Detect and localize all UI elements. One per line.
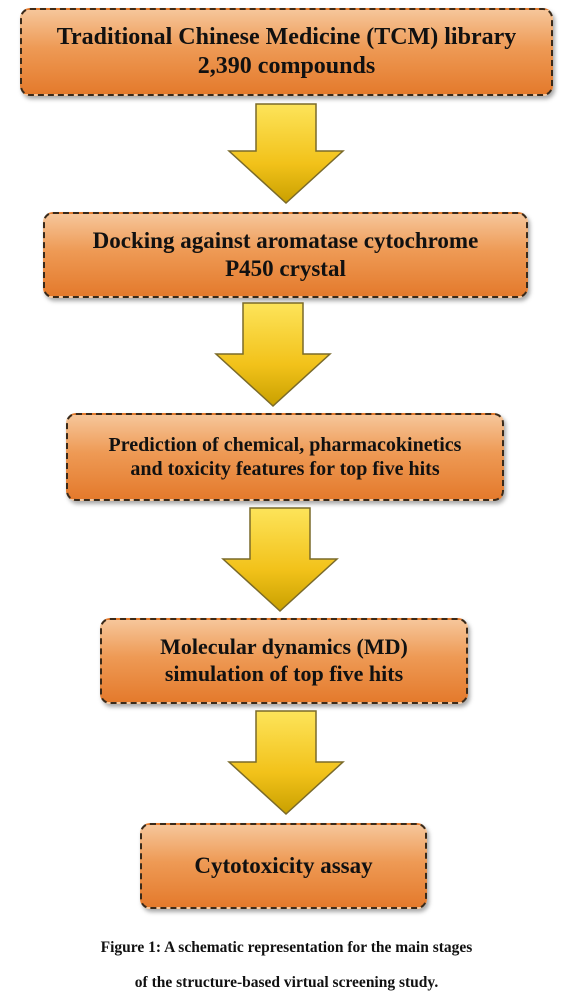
stage-4-line-1: Molecular dynamics (MD) [160,634,408,660]
stage-4-line-2: simulation of top five hits [164,661,404,686]
stage-3-line-1: Prediction of chemical, pharmacokinetics [108,433,462,456]
down-arrow-1 [227,103,345,205]
stage-2-text: Docking against aromatase cytochrome P45… [93,227,479,283]
stage-1-box: Traditional Chinese Medicine (TCM) libra… [20,8,553,96]
stage-3-text: Prediction of chemical, pharmacokinetics… [109,433,462,482]
stage-5-box: Cytotoxicity assay [140,823,427,909]
stage-1-line-2: 2,390 compounds [197,53,376,79]
stage-4-box: Molecular dynamics (MD) simulation of to… [100,618,468,704]
figure-caption-line-2: of the structure-based virtual screening… [134,974,439,991]
stage-2-line-2: P450 crystal [225,256,346,281]
stage-2-box: Docking against aromatase cytochrome P45… [43,212,528,298]
down-arrow-3 [221,507,339,613]
down-arrow-2 [214,302,332,408]
stage-5-line-1: Cytotoxicity assay [194,852,373,878]
stage-5-text: Cytotoxicity assay [194,852,372,880]
stage-3-box: Prediction of chemical, pharmacokinetics… [66,413,504,501]
down-arrow-4 [227,710,345,816]
stage-1-text: Traditional Chinese Medicine (TCM) libra… [57,23,517,82]
figure-caption-line-1: Figure 1: A schematic representation for… [100,939,473,956]
stage-1-line-1: Traditional Chinese Medicine (TCM) libra… [56,23,517,50]
stage-2-line-1: Docking against aromatase cytochrome [92,227,479,253]
stage-4-text: Molecular dynamics (MD) simulation of to… [160,634,408,688]
stage-3-line-2: and toxicity features for top five hits [130,458,440,480]
